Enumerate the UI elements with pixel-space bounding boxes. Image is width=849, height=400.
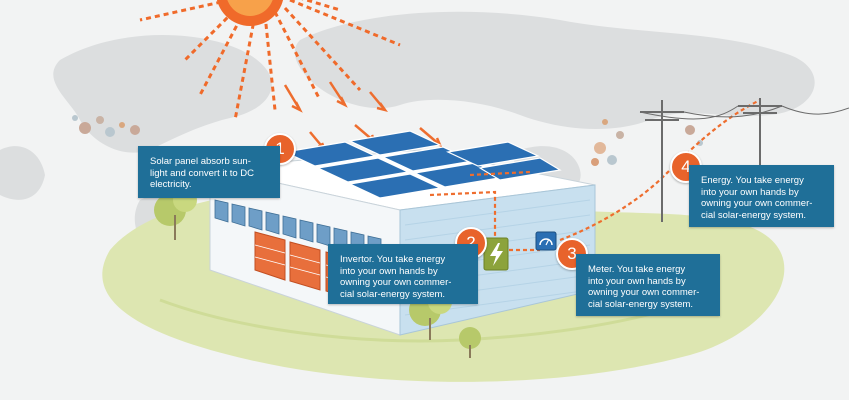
solar-panels (282, 130, 562, 199)
step-4-text: Energy. You take energy into your own ha… (701, 175, 813, 221)
step-1-text: Solar panel absorb sun- light and conver… (150, 156, 255, 190)
step-1-callout: Solar panel absorb sun- light and conver… (138, 146, 280, 198)
sun-icon (139, 0, 401, 121)
step-4-callout: Energy. You take energy into your own ha… (689, 165, 834, 227)
map-dots (72, 115, 703, 166)
lightning-bolt-icon (483, 237, 509, 271)
step-2-callout: Invertor. You take energy into your own … (328, 244, 478, 304)
step-3-text: Meter. You take energy into your own han… (588, 264, 700, 310)
gauge-icon (535, 231, 557, 251)
step-4-badge: 4 (670, 151, 702, 183)
step-3-callout: Meter. You take energy into your own han… (576, 254, 720, 316)
utility-pole-icon (639, 98, 849, 222)
step-2-text: Invertor. You take energy into your own … (340, 254, 452, 300)
